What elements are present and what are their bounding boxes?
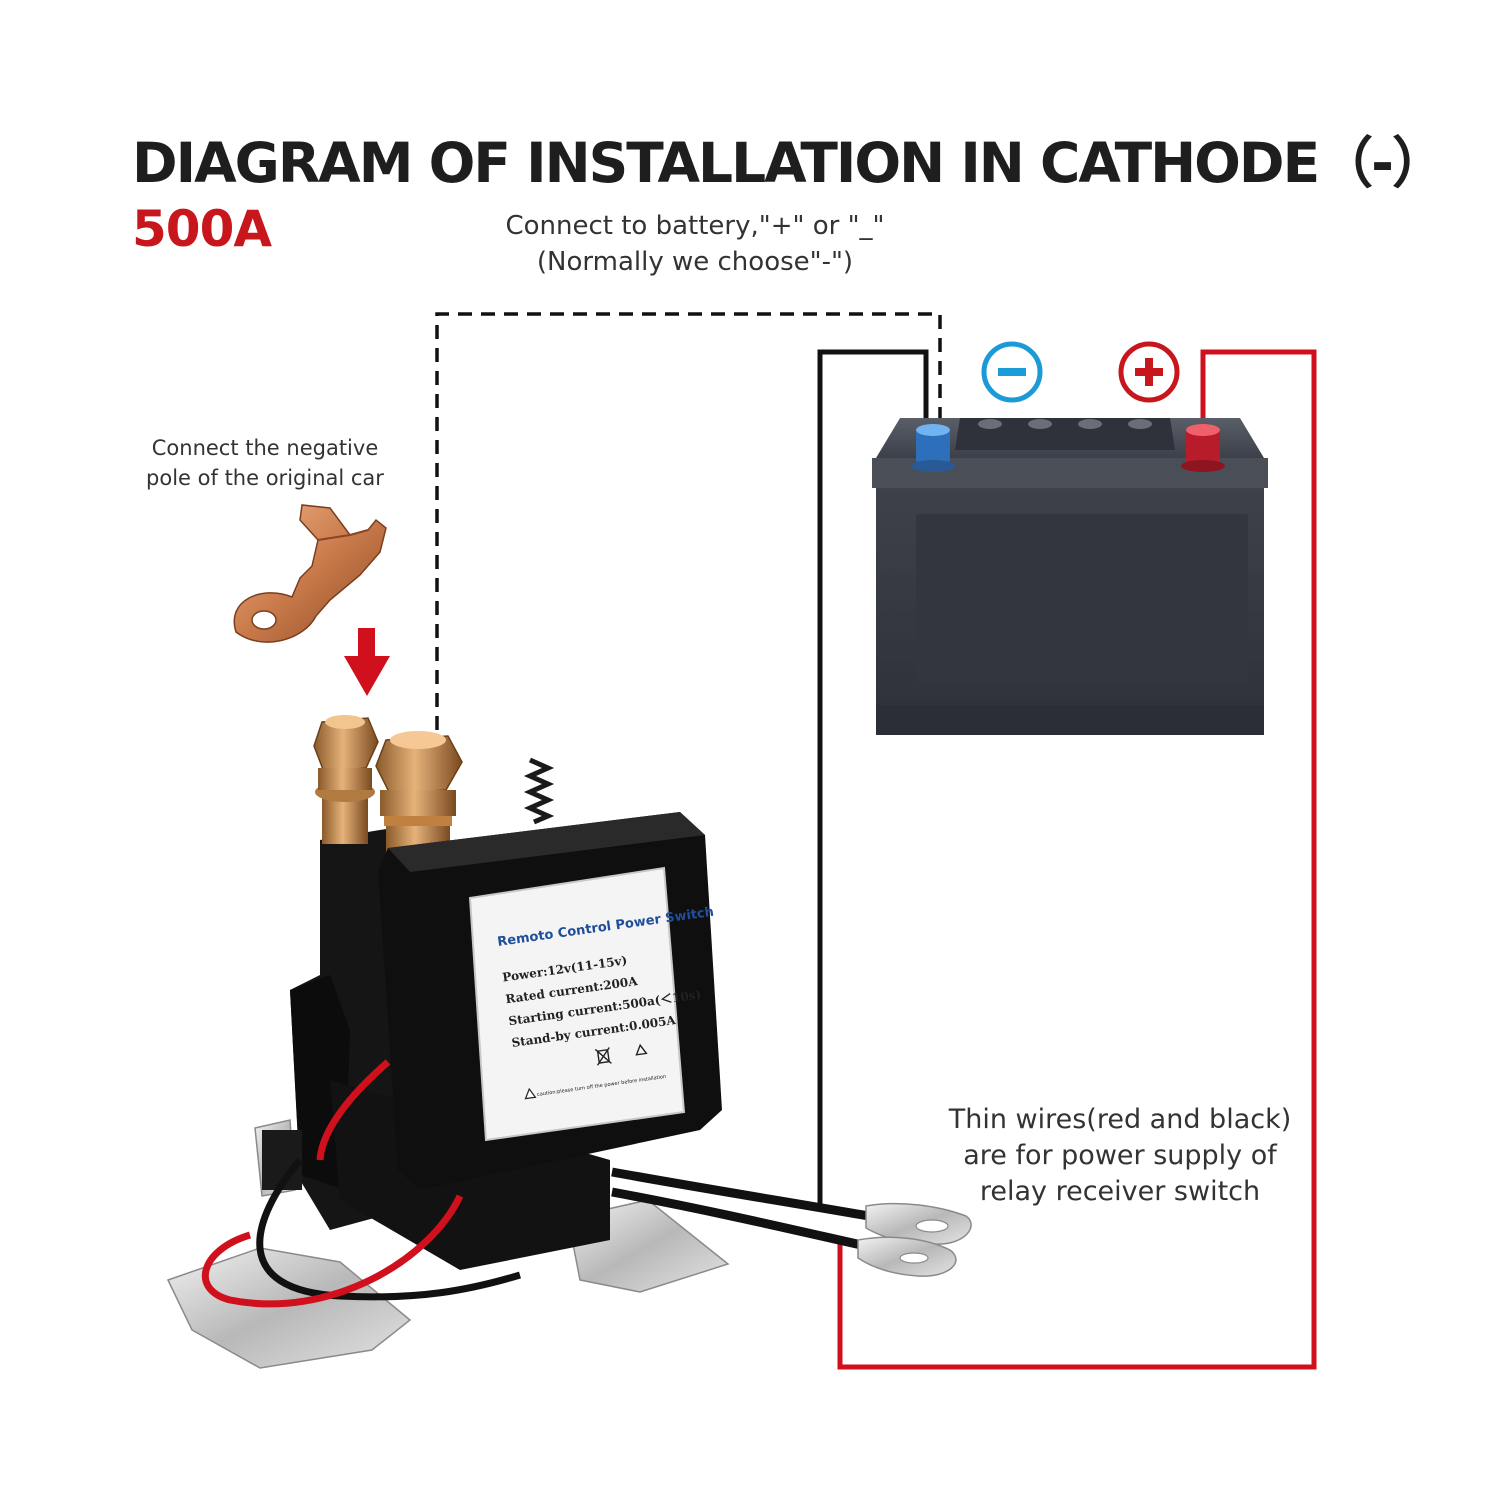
warning-triangle-icon <box>524 1087 537 1100</box>
ring-terminal-lower <box>857 1236 957 1277</box>
receiver-label: Remoto Control Power Switch Power:12v(11… <box>468 866 715 1142</box>
arrow-down-icon <box>344 628 390 696</box>
negative-pole-note: Connect the negative pole of the origina… <box>120 433 410 493</box>
minus-circle-icon <box>981 341 1043 403</box>
thin-wires-line-3: relay receiver switch <box>979 1176 1261 1207</box>
dashed-connection-line <box>435 312 942 730</box>
thin-wires-note: Thin wires(red and black) are for power … <box>930 1102 1310 1210</box>
thin-wires-line-2: are for power supply of <box>963 1140 1277 1171</box>
plus-circle-icon <box>1118 341 1180 403</box>
weee-bin-icon <box>594 1047 612 1066</box>
brass-terminal-left <box>313 715 379 844</box>
current-rating: 500A <box>132 200 272 258</box>
thin-wires-line-1: Thin wires(red and black) <box>948 1104 1292 1135</box>
antenna-spring <box>523 757 555 825</box>
battery-connection-line-2: (Normally we choose"-") <box>536 247 854 277</box>
negative-pole-line-2: pole of the original car <box>146 466 384 490</box>
recycle-icon <box>635 1043 648 1056</box>
copper-ring-lug <box>233 504 387 643</box>
black-wire <box>817 349 929 1204</box>
positive-terminal <box>1181 424 1225 472</box>
negative-terminal <box>911 424 955 472</box>
negative-pole-line-1: Connect the negative <box>151 436 379 460</box>
relay-switch: Remoto Control Power Switch Power:12v(11… <box>166 715 972 1369</box>
red-wire <box>837 349 1317 1370</box>
battery-connection-line-1: Connect to battery,"+" or "_" <box>505 211 885 241</box>
thin-wire-red <box>201 1059 876 1308</box>
car-battery <box>872 418 1268 735</box>
brass-terminal-right <box>375 731 463 858</box>
diagram-title: DIAGRAM OF INSTALLATION IN CATHODE（-） <box>132 131 1447 195</box>
battery-connection-note: Connect to battery,"+" or "_" (Normally … <box>470 208 920 280</box>
